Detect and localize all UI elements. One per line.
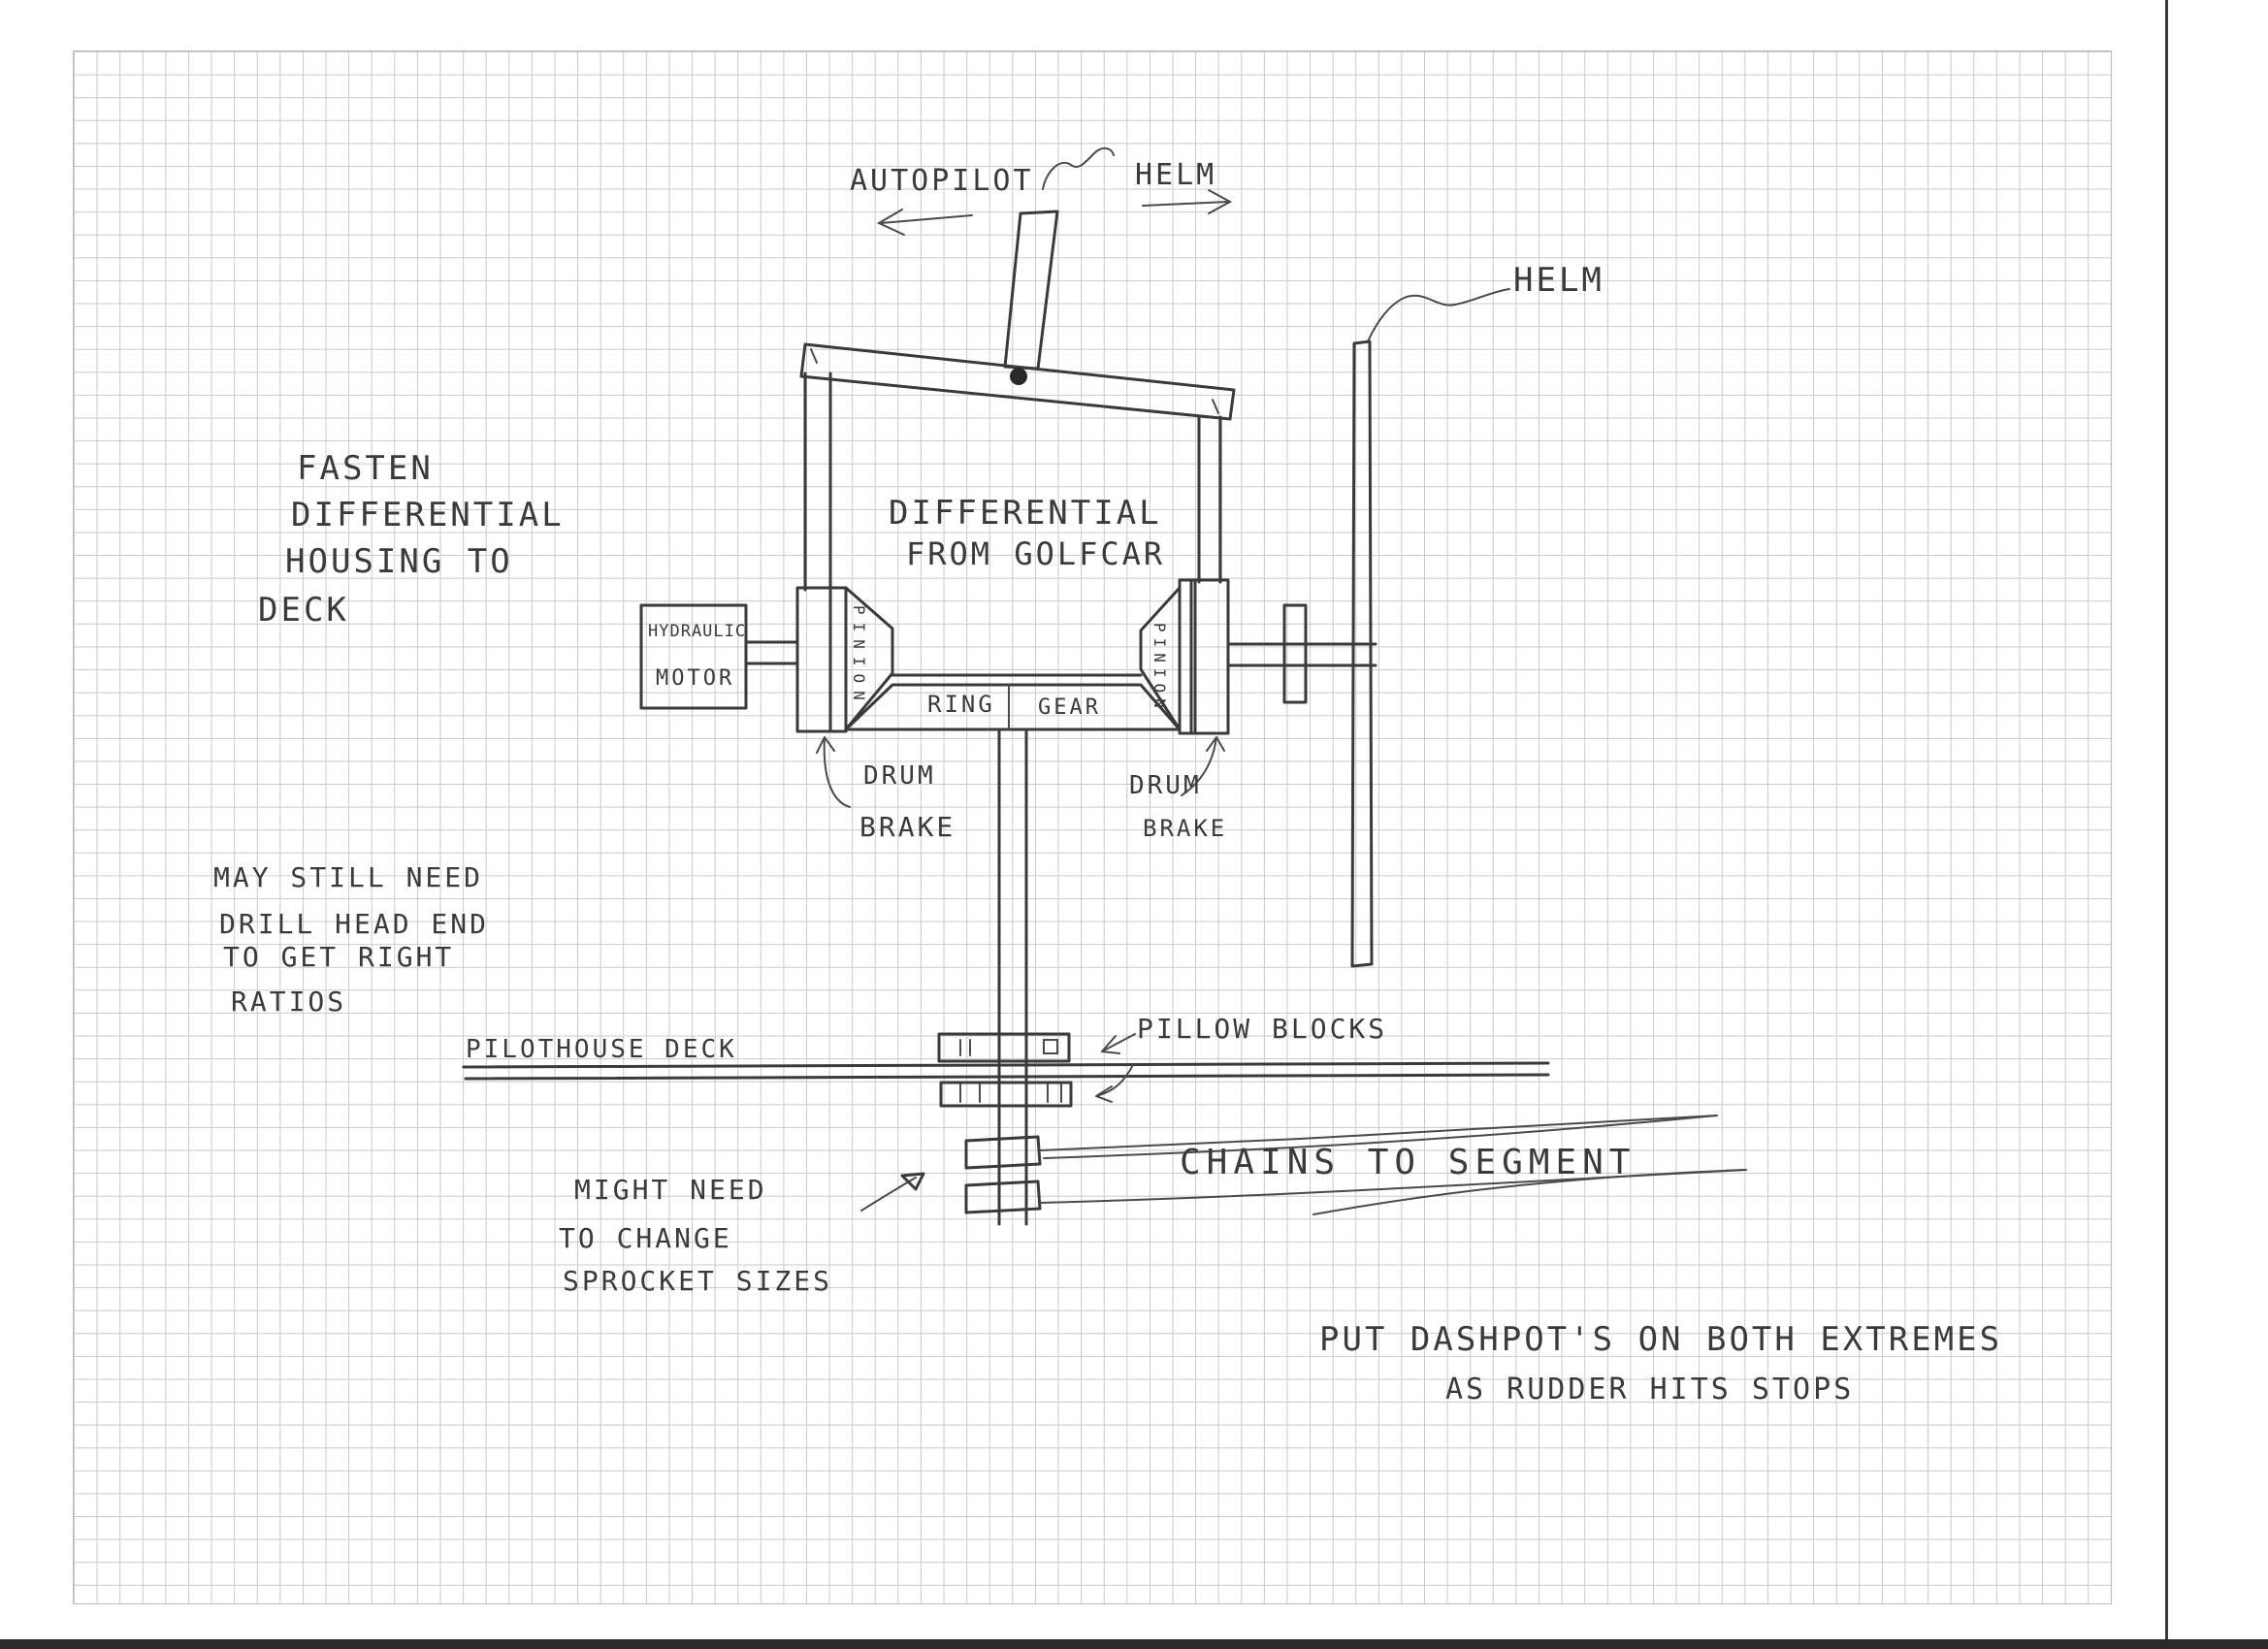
tiller-pointer-squiggle — [1042, 147, 1115, 190]
dashpot-note: PUT DASHPOT'S ON BOTH EXTREMES AS RUDDER… — [1319, 1320, 2002, 1406]
page-edge-bottom — [0, 1639, 2268, 1649]
pillow-block-arrows — [1095, 1033, 1136, 1103]
differential-label: DIFFERENTIAL FROM GOLFCAR — [889, 494, 1165, 572]
pillow-block-upper — [937, 1032, 1071, 1063]
pivot-point — [1010, 368, 1027, 385]
main-output-shaft — [997, 729, 1028, 1226]
sprocket-upper — [964, 1135, 1042, 1170]
drum-brake-left-line-1: DRUM — [863, 761, 936, 791]
drum-brake-left-arrow — [816, 736, 851, 808]
helm-pointer-squiggle — [1367, 288, 1510, 342]
label-helm-top: HELM — [1135, 158, 1216, 192]
pilothouse-deck — [462, 1061, 1550, 1081]
grid-background — [73, 50, 2112, 1604]
label-pillow-blocks: PILLOW BLOCKS — [1137, 1013, 1387, 1045]
right-link-rod — [1197, 415, 1222, 584]
hydraulic-line-2: MOTOR — [656, 666, 734, 691]
right-drum-brake-housing — [1139, 578, 1230, 735]
dashpot-line-1: PUT DASHPOT'S ON BOTH EXTREMES — [1319, 1320, 2002, 1359]
differential-line-2: FROM GOLFCAR — [906, 535, 1165, 572]
label-gear: GEAR — [1038, 695, 1101, 720]
page-edge-right — [2165, 0, 2168, 1649]
motor-shaft — [744, 640, 799, 665]
helm-arrow-top — [1142, 189, 1233, 214]
ring-gear — [844, 673, 1182, 731]
might-need-note: MIGHT NEED TO CHANGE SPROCKET SIZES — [559, 1174, 832, 1297]
drum-brake-right-label: DRUM BRAKE — [1129, 771, 1227, 842]
sprocket-lower — [964, 1180, 1042, 1214]
fasten-line-3: HOUSING TO — [285, 542, 513, 581]
pillow-block-lower — [939, 1081, 1073, 1108]
dashpot-line-2: AS RUDDER HITS STOPS — [1445, 1373, 1854, 1406]
may-still-line-1: MAY STILL NEED — [213, 861, 483, 893]
may-still-line-3: TO GET RIGHT — [223, 941, 454, 973]
might-need-line-2: TO CHANGE — [559, 1222, 732, 1254]
label-chains-to-segment: CHAINS TO SEGMENT — [1180, 1143, 1636, 1182]
helm-vertical-shaft — [1350, 340, 1374, 968]
differential-line-1: DIFFERENTIAL — [889, 494, 1162, 533]
fasten-line-4: DECK — [258, 591, 349, 630]
lever-bar — [799, 342, 1236, 421]
label-helm-right: HELM — [1513, 261, 1604, 300]
drum-brake-left-label: DRUM BRAKE — [859, 761, 956, 843]
drum-brake-right-line-1: DRUM — [1129, 771, 1202, 800]
fasten-note: FASTEN DIFFERENTIAL HOUSING TO DECK — [258, 449, 565, 630]
label-pinion-left: PINION — [850, 605, 868, 708]
may-still-line-4: RATIOS — [231, 986, 346, 1018]
left-drum-brake-housing — [795, 586, 894, 733]
right-output-shaft — [1226, 603, 1377, 704]
label-ring: RING — [927, 691, 995, 718]
might-need-line-1: MIGHT NEED — [574, 1174, 767, 1206]
hydraulic-motor-box — [639, 603, 748, 710]
might-need-line-3: SPROCKET SIZES — [563, 1265, 832, 1297]
autopilot-arrow — [876, 209, 973, 236]
left-link-rod — [803, 372, 832, 592]
hydraulic-motor-label: HYDRAULIC MOTOR — [648, 622, 746, 691]
hydraulic-line-1: HYDRAULIC — [648, 622, 746, 641]
drum-brake-right-line-2: BRAKE — [1143, 815, 1227, 842]
fasten-line-2: DIFFERENTIAL — [291, 496, 565, 534]
drum-brake-right-arrow — [1181, 736, 1225, 796]
fasten-line-1: FASTEN — [297, 449, 434, 488]
may-still-line-2: DRILL HEAD END — [219, 908, 489, 940]
label-pinion-right: PINION — [1150, 623, 1169, 714]
might-need-arrow — [860, 1172, 925, 1212]
may-still-need-note: MAY STILL NEED DRILL HEAD END TO GET RIG… — [213, 861, 489, 1018]
label-autopilot: AUTOPILOT — [850, 164, 1034, 198]
tiller-stick — [1003, 210, 1059, 371]
drum-brake-left-line-2: BRAKE — [859, 811, 956, 843]
label-pilothouse-deck: PILOTHOUSE DECK — [466, 1035, 737, 1064]
chains — [1039, 1115, 1747, 1215]
